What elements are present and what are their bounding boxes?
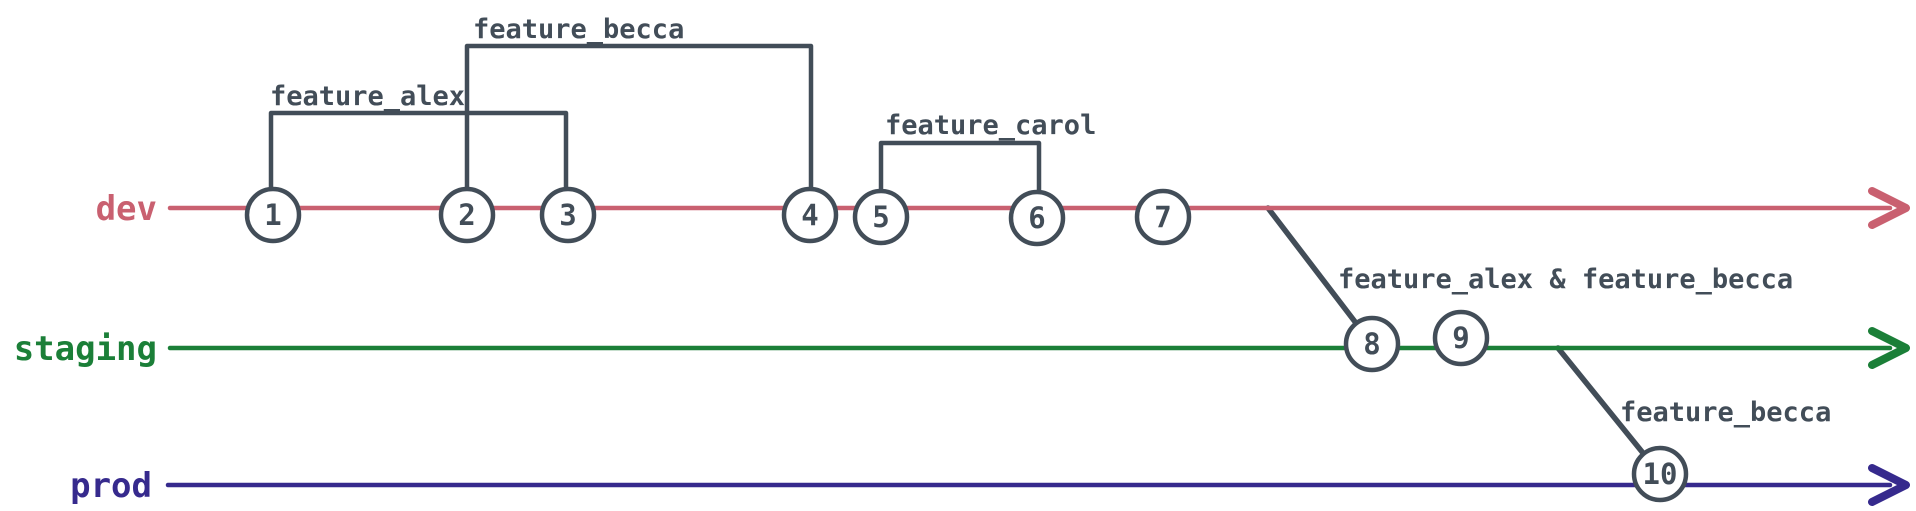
commit-node-7	[1134, 188, 1192, 246]
merge-label-0: feature_alex & feature_becca	[1338, 264, 1793, 295]
commit-node-8	[1343, 315, 1401, 373]
commit-number-4: 4	[801, 198, 818, 232]
commit-number-9: 9	[1452, 321, 1469, 355]
commit-number-7: 7	[1154, 200, 1171, 234]
commit-node-4	[781, 186, 839, 244]
commit-number-1: 1	[264, 198, 281, 232]
commit-node-3	[539, 186, 597, 244]
branch-arrowhead-dev	[1868, 187, 1910, 229]
commit-node-9	[1432, 309, 1490, 367]
branch-label-staging: staging	[14, 329, 157, 369]
feature-branch-label-feature_alex: feature_alex	[270, 81, 465, 112]
feature-branch-label-feature_becca: feature_becca	[473, 14, 684, 45]
feature-bracket-feature_carol	[878, 140, 1042, 221]
branch-arrowhead-prod	[1868, 464, 1910, 506]
branch-label-prod: prod	[70, 466, 152, 506]
commit-node-2	[438, 186, 496, 244]
feature-bracket-feature_becca	[464, 43, 814, 218]
commit-number-6: 6	[1028, 201, 1045, 235]
commit-number-2: 2	[458, 198, 475, 232]
feature-branch-label-feature_carol: feature_carol	[885, 110, 1096, 141]
commit-node-10	[1631, 445, 1689, 503]
merge-edge-0	[1265, 205, 1375, 347]
commit-number-3: 3	[559, 198, 576, 232]
commit-number-5: 5	[872, 200, 889, 234]
commit-node-6	[1008, 189, 1066, 247]
branch-label-dev: dev	[96, 189, 157, 229]
commit-number-10: 10	[1643, 457, 1678, 491]
commit-number-8: 8	[1363, 327, 1380, 361]
branch-arrowhead-staging	[1868, 327, 1910, 369]
commit-node-1	[244, 186, 302, 244]
merge-label-1: feature_becca	[1620, 397, 1831, 428]
commit-node-5	[852, 188, 910, 246]
feature-bracket-feature_alex	[268, 110, 569, 218]
